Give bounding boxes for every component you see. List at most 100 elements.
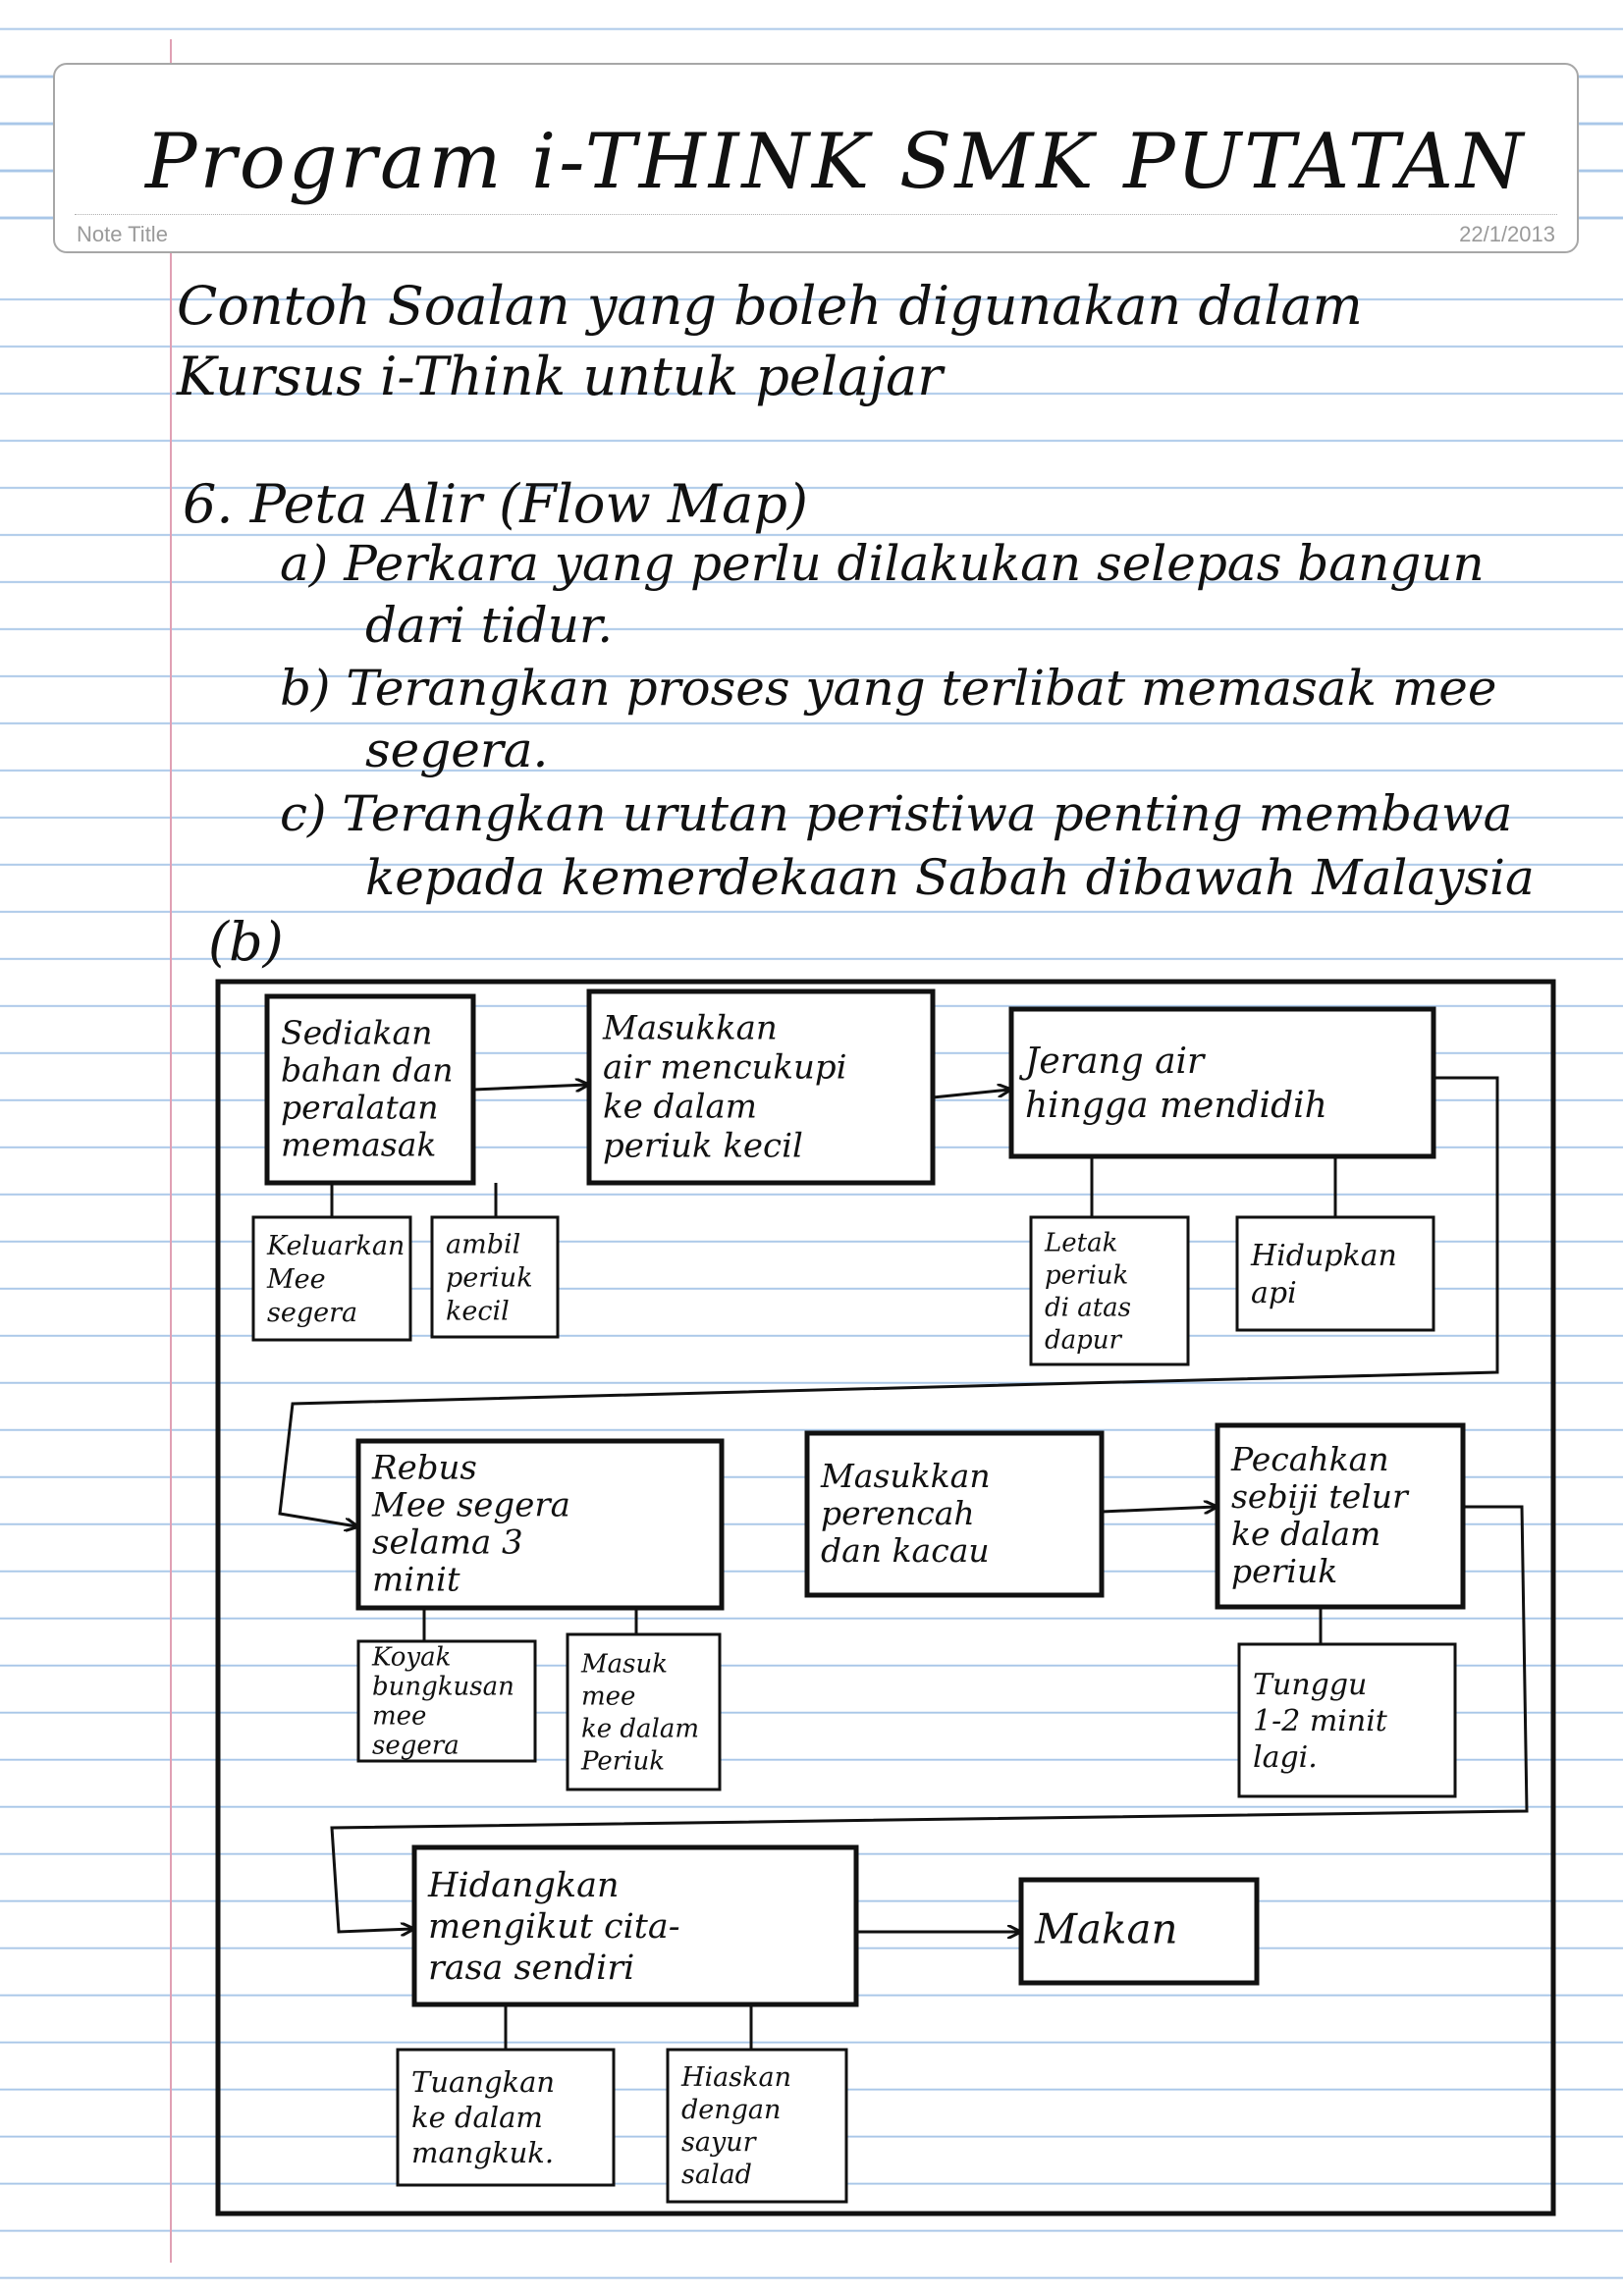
flow-substep-8-text: Tuangkan: [411, 2065, 555, 2099]
flow-substep-8-text: ke dalam: [411, 2101, 543, 2134]
intro-line-1: Contoh Soalan yang boleh digunakan dalam: [177, 275, 1363, 337]
flow-substep-4-border: [1235, 1215, 1435, 1332]
flow-step-6-border: [1215, 1422, 1466, 1610]
note-title-label: Note Title: [77, 222, 168, 246]
question-b-line-1: b) Terangkan proses yang terlibat memasa…: [280, 660, 1497, 717]
flow-step-2-text: air mencukupi: [603, 1048, 847, 1088]
flow-step-6-text: ke dalam: [1231, 1515, 1380, 1553]
flow-step-7-border: [411, 1844, 859, 2007]
flow-step-1-text: memasak: [281, 1126, 436, 1164]
flow-step-5-text: dan kacau: [821, 1531, 990, 1570]
flow-substep-7-text: Tunggu: [1253, 1668, 1367, 1702]
flow-step-2-text: Masukkan: [602, 1009, 778, 1048]
flow-step-1-text: bahan dan: [281, 1051, 454, 1090]
title-box: Note Title 22/1/2013: [53, 63, 1579, 253]
flow-substep-2-border: [430, 1215, 560, 1339]
arrow-step6-step7: [330, 1505, 1529, 1932]
flow-step-6-text: sebiji telur: [1231, 1477, 1410, 1516]
answer-label: (b): [208, 911, 284, 973]
flow-substep-7-text: 1-2 minit: [1253, 1704, 1388, 1738]
flow-substep-1-border: [251, 1215, 412, 1342]
flow-substep-5-text: mee: [372, 1701, 426, 1731]
flow-step-5-text: Masukkan: [820, 1457, 991, 1495]
flow-substep-4-text: api: [1251, 1276, 1297, 1310]
flow-substep-3-text: Letak: [1044, 1229, 1117, 1258]
flow-step-1-text: Sediakan: [281, 1014, 432, 1052]
flow-step-3-text: hingga mendidih: [1025, 1086, 1327, 1126]
flow-step-3-text: Jerang air: [1018, 1041, 1206, 1082]
flow-step-6-text: periuk: [1231, 1552, 1337, 1590]
flow-substep-7-text: lagi.: [1253, 1740, 1318, 1775]
intro-line-2: Kursus i-Think untuk pelajar: [177, 346, 944, 407]
flow-step-7-text: mengikut cita-: [428, 1907, 680, 1947]
question-a-line-2: dari tidur.: [365, 597, 614, 654]
flow-step-8-border: [1018, 1877, 1260, 1986]
note-date: 22/1/2013: [1459, 222, 1555, 246]
flow-step-4-text: Mee segera: [371, 1486, 570, 1525]
flow-substep-3-border: [1029, 1215, 1190, 1366]
flow-substep-9-text: sayur: [681, 2127, 758, 2158]
flow-substep-1-text: Mee: [266, 1264, 326, 1295]
question-a-line-1: a) Perkara yang perlu dilakukan selepas …: [280, 535, 1485, 592]
flow-substep-4-text: Hidupkan: [1250, 1239, 1397, 1273]
flow-substep-2-text: periuk: [446, 1263, 533, 1294]
arrow-step2-step3: [932, 1090, 1009, 1099]
flow-substep-3-text: dapur: [1045, 1326, 1123, 1356]
page-title: Program i-THINK SMK PUTATAN: [145, 118, 1527, 206]
flow-step-4-text: minit: [372, 1561, 460, 1600]
flow-substep-6-text: Masuk: [580, 1650, 668, 1680]
flow-substep-9-text: dengan: [681, 2095, 781, 2125]
flow-substep-9-text: salad: [681, 2160, 752, 2190]
flow-step-1-border: [264, 993, 476, 1186]
flow-substep-5-border: [356, 1639, 537, 1763]
flow-step-6-text: Pecahkan: [1230, 1440, 1389, 1478]
flow-substep-8-border: [396, 2048, 616, 2187]
flow-step-5-text: perencah: [821, 1494, 975, 1532]
flow-substep-5-text: bungkusan: [372, 1672, 514, 1701]
flow-substep-7-border: [1237, 1642, 1457, 1798]
flow-step-5-border: [804, 1430, 1105, 1598]
flow-step-4-border: [355, 1438, 725, 1611]
flow-substep-1-text: segera: [267, 1298, 357, 1328]
flow-substep-6-border: [566, 1632, 722, 1791]
question-c-line-1: c) Terangkan urutan peristiwa penting me…: [280, 785, 1513, 842]
section-heading: 6. Peta Alir (Flow Map): [183, 473, 808, 535]
flow-step-4-text: Rebus: [371, 1449, 477, 1488]
flow-step-2-border: [586, 988, 936, 1186]
flow-step-7-text: Hidangkan: [427, 1866, 620, 1905]
flow-substep-8-text: mangkuk.: [411, 2136, 554, 2169]
title-rule: [75, 214, 1557, 215]
flow-substep-6-text: ke dalam: [581, 1715, 699, 1744]
flow-substep-1-text: Keluarkan: [266, 1231, 405, 1261]
flow-substep-9-text: Hiaskan: [680, 2062, 791, 2093]
flow-frame: [215, 979, 1556, 2216]
flow-step-7-text: rasa sendiri: [428, 1949, 634, 1988]
flow-substep-2-text: ambil: [446, 1230, 520, 1260]
flow-step-8-text: Makan: [1034, 1904, 1178, 1952]
flow-substep-9-border: [666, 2048, 848, 2204]
flow-substep-5-text: segera: [372, 1731, 460, 1760]
margin-line: [170, 39, 172, 2263]
flow-step-4-text: selama 3: [372, 1523, 523, 1563]
flow-step-8: Makan: [1018, 1877, 1260, 1986]
arrow-step5-step6: [1101, 1507, 1216, 1512]
arrow-step1-step2: [472, 1085, 587, 1090]
flow-substep-6-text: mee: [581, 1682, 635, 1712]
question-c-line-2: kepada kemerdekaan Sabah dibawah Malaysi…: [365, 849, 1535, 906]
